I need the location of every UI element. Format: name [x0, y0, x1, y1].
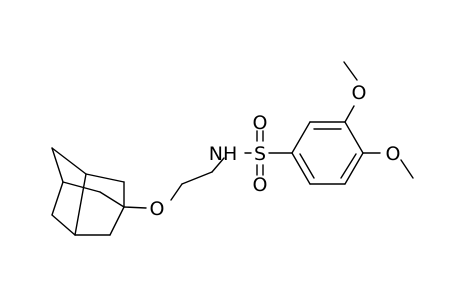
ether-linker [123, 157, 225, 209]
benzene-ring [291, 121, 364, 185]
sulfonamide-bonds [244, 130, 293, 176]
adamantane-cage [51, 147, 125, 236]
methoxy-oxygen-meta-label: O [352, 82, 367, 104]
methoxy-oxygen-para-label: O [386, 143, 401, 165]
sulfonyl-oxygen-bottom-label: O [253, 174, 268, 196]
sulfonyl-oxygen-top-label: O [253, 112, 268, 134]
methoxy-groups [343, 61, 414, 179]
ether-oxygen-label: O [150, 198, 165, 220]
sulfur-label: S [254, 143, 266, 165]
nh-label: NH [209, 143, 238, 165]
